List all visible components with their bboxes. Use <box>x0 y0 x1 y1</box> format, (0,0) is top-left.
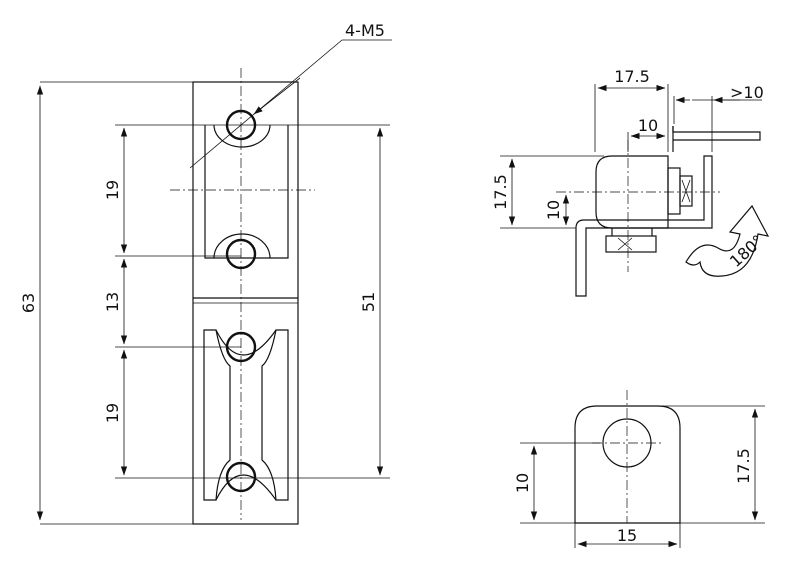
lower-slot-left <box>203 329 231 501</box>
dim-lower-pitch-label: 19 <box>103 403 122 423</box>
bottom-nut <box>605 235 657 253</box>
upper-recess <box>204 125 289 259</box>
side-dim-hole-label: 10 <box>544 200 563 220</box>
rotated-leaf <box>672 126 761 141</box>
dim-middle-label: 13 <box>103 292 122 312</box>
bracket-dim-height-label: 17.5 <box>734 448 753 484</box>
bracket-dim-width-label: 15 <box>617 526 637 545</box>
side-dim-overhang-label: >10 <box>730 83 764 102</box>
thread-leader <box>189 39 343 169</box>
rotation-label: 180° <box>726 231 767 271</box>
dim-total-label: 63 <box>19 293 38 313</box>
side-dim-width-label: 17.5 <box>614 67 650 86</box>
bracket-dim-hole-height-label: 10 <box>513 473 532 493</box>
rotation-arrow-icon <box>685 204 770 277</box>
side-view: 17.5 >10 10 17.5 10 180° <box>491 67 770 297</box>
front-view: 63 19 13 19 51 4-M5 <box>19 21 392 525</box>
side-dim-offset-label: 10 <box>638 116 658 135</box>
dim-upper-pitch-label: 19 <box>103 180 122 200</box>
bracket-outline <box>574 405 681 524</box>
lower-slot-right <box>261 329 289 501</box>
bolt-head <box>667 167 681 215</box>
thread-label: 4-M5 <box>345 21 385 40</box>
side-dim-height-label: 17.5 <box>491 174 510 210</box>
bracket-view: 10 17.5 15 <box>513 390 765 548</box>
l-bracket <box>575 155 713 297</box>
dim-span-label: 51 <box>359 292 378 312</box>
